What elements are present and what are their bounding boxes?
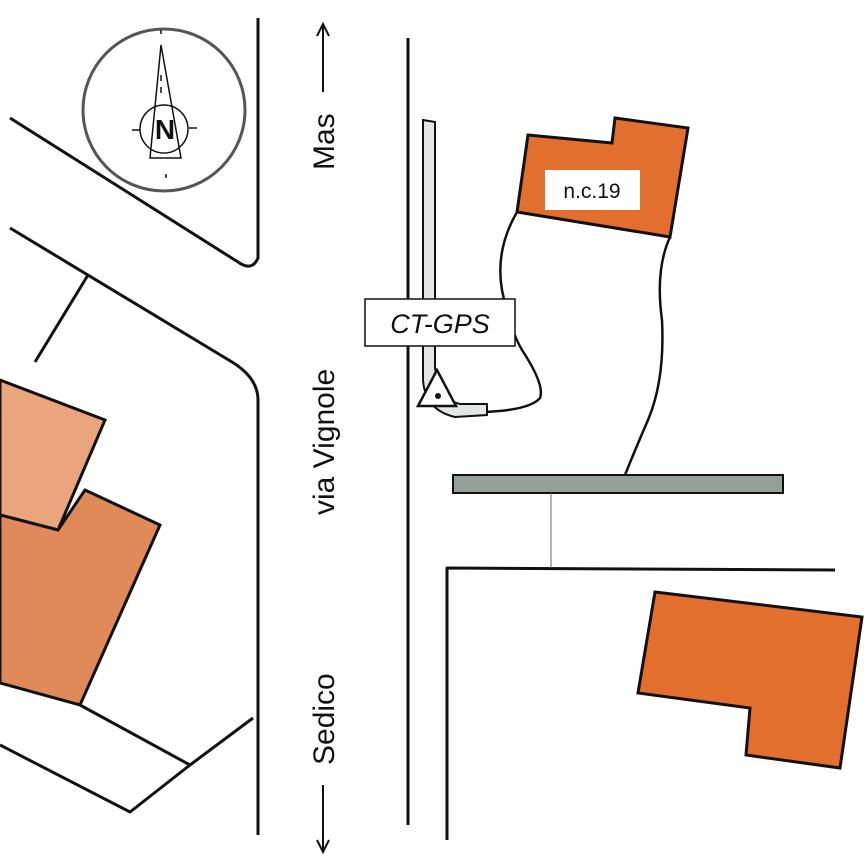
wall	[452, 474, 784, 494]
direction-down-label: Sedico	[308, 673, 341, 765]
roads	[0, 18, 836, 840]
arrow-up-icon	[316, 21, 330, 92]
compass-icon: N	[81, 27, 247, 193]
house-number-label: n.c.19	[563, 180, 620, 203]
lot-line	[445, 566, 836, 840]
gps-strip	[422, 118, 488, 419]
gps-station-icon	[415, 367, 459, 408]
lot-line	[33, 274, 90, 363]
road-edge-left	[9, 226, 260, 835]
station-label-box	[364, 298, 516, 347]
parcel-outline	[484, 211, 672, 476]
arrow-down-icon	[316, 785, 330, 855]
lot-line	[0, 743, 191, 814]
road-edge-top-left	[9, 18, 260, 268]
station-label: CT-GPS	[390, 309, 490, 339]
house-number-box	[545, 170, 640, 210]
street-name-label: via Vignole	[308, 369, 341, 515]
lot-line	[79, 703, 254, 767]
direction-up-label: Mas	[308, 113, 341, 170]
building-left	[0, 488, 162, 707]
building-lower-right	[636, 590, 864, 770]
compass-north-label: N	[155, 114, 175, 145]
